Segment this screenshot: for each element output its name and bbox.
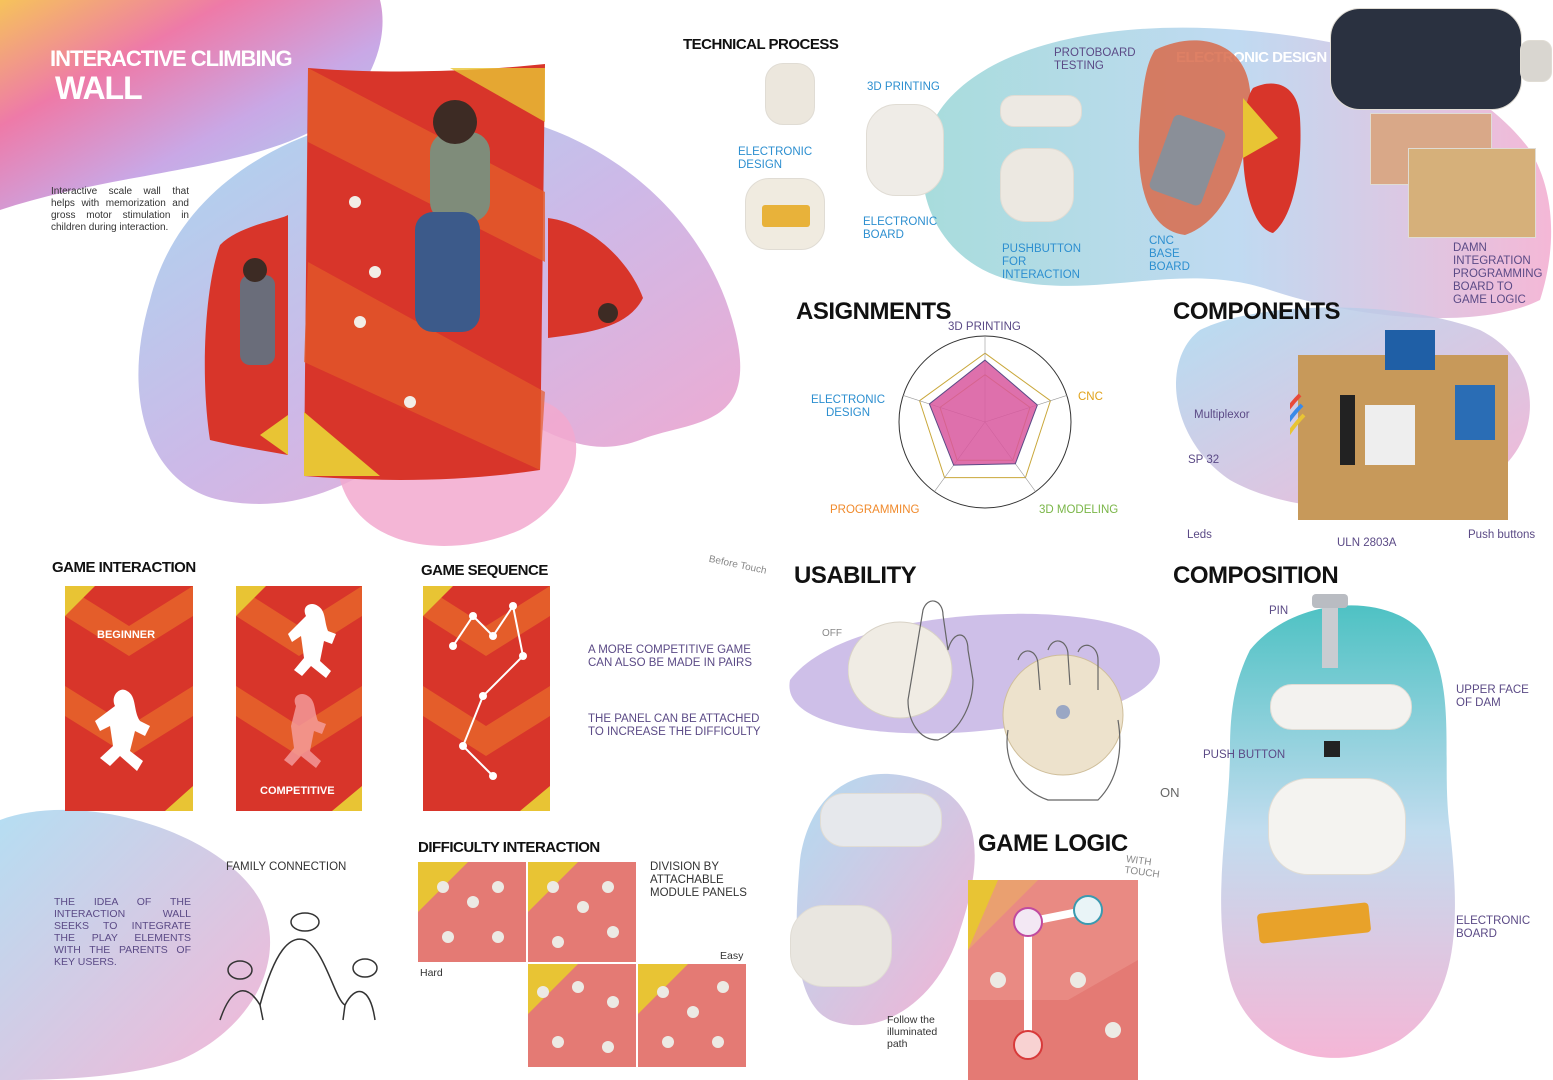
upper-face-image: [1270, 684, 1412, 730]
module-panel-1: [418, 862, 526, 962]
family-connection-text: THE IDEA OF THE INTERACTION WALL SEEKS T…: [54, 896, 191, 968]
page-title-line1: INTERACTIVE CLIMBING: [50, 46, 293, 71]
game-logic-title: GAME LOGIC: [978, 830, 1128, 857]
sequence-note-panel: THE PANEL CAN BE ATTACHED TO INCREASE TH…: [588, 713, 761, 738]
tech-step-3d-printing: 3D PRINTING: [867, 81, 940, 93]
on-note: ON: [1160, 785, 1180, 800]
difficulty-note: DIVISION BY ATTACHABLE MODULE PANELS: [650, 861, 747, 899]
side-photo-right: [548, 218, 643, 338]
tech-step-protoboard: PROTOBOARD TESTING: [1054, 47, 1136, 72]
push-button-image: [1324, 741, 1340, 757]
lit-dam-photo-2: [790, 905, 892, 987]
radar-axis-3d-modeling: 3D MODELING: [1039, 504, 1119, 516]
tech-step-electronic-board: ELECTRONIC BOARD: [863, 216, 938, 241]
module-panel-3: [528, 964, 636, 1067]
assignments-radar: [898, 335, 1072, 509]
game-interaction-title: GAME INTERACTION: [52, 559, 196, 576]
components-photo: [1290, 330, 1508, 520]
beginner-label: BEGINNER: [97, 629, 156, 641]
off-note: OFF: [822, 628, 842, 639]
component-multiplexor: Multiplexor: [1194, 409, 1250, 421]
side-photo-left: [204, 215, 288, 455]
radar-axis-programming: PROGRAMMING: [830, 504, 920, 516]
composition-title: COMPOSITION: [1173, 562, 1339, 589]
tech-step-electronic-design: ELECTRONIC DESIGN: [738, 146, 813, 171]
competitive-panel: [236, 586, 362, 811]
module-panel-4: [638, 964, 746, 1067]
radar-value-area: [928, 359, 1038, 466]
electronic-design-note: DAMN INTEGRATION PROGRAMMING BOARD TO GA…: [1453, 242, 1543, 306]
cnc-photo: [1138, 40, 1251, 235]
part-pin: PIN: [1269, 605, 1289, 617]
family-connection-title: FAMILY CONNECTION: [226, 861, 347, 873]
protoboard-final-photo: [1408, 148, 1536, 238]
assignments-title: ASIGNMENTS: [796, 298, 952, 325]
usability-hands-illustration: [848, 600, 1124, 801]
tech-step-pushbutton: PUSHBUTTON FOR INTERACTION: [1002, 243, 1082, 281]
wall-panel-photo: [1243, 83, 1301, 233]
component-leds: Leds: [1187, 529, 1212, 541]
board-chip: [762, 205, 810, 227]
usability-title: USABILITY: [794, 562, 917, 589]
dam-model-photo: [765, 63, 815, 125]
code-screen-photo: [1330, 8, 1522, 110]
part-upper-face: UPPER FACE OF DAM: [1456, 684, 1529, 709]
page-title-line2: WALL: [55, 70, 143, 106]
component-sp32: SP 32: [1188, 454, 1220, 466]
part-push-button: PUSH BUTTON: [1203, 749, 1286, 761]
game-logic-note: Follow the illuminated path: [887, 1014, 938, 1050]
3d-printing-photo: [866, 104, 944, 196]
radar-axis-cnc: CNC: [1078, 391, 1103, 403]
dam-body-image: [1268, 778, 1406, 875]
difficulty-title: DIFFICULTY INTERACTION: [418, 839, 600, 856]
radar-ring: [918, 352, 1052, 479]
game-logic-panel: [968, 880, 1138, 1080]
game-sequence-panel: [423, 586, 550, 811]
technical-process-title: TECHNICAL PROCESS: [683, 36, 839, 53]
family-drawing: [219, 912, 378, 1021]
intro-text: Interactive scale wall that helps with m…: [51, 186, 189, 233]
beginner-panel: [65, 586, 193, 811]
difficulty-panels: [418, 862, 746, 1067]
pushbutton-photo: [1000, 148, 1074, 222]
part-electronic-board: ELECTRONIC BOARD: [1456, 915, 1531, 940]
difficulty-easy: Easy: [720, 950, 744, 962]
difficulty-hard: Hard: [420, 967, 443, 979]
hero-climbing-photo: [304, 64, 545, 480]
module-photo: [1520, 40, 1552, 82]
pin-image: [1312, 594, 1348, 668]
component-uln: ULN 2803A: [1337, 537, 1397, 549]
competitive-label: COMPETITIVE: [260, 785, 335, 797]
sequence-note-pairs: A MORE COMPETITIVE GAME CAN ALSO BE MADE…: [588, 644, 753, 669]
radar-axis-3d-printing: 3D PRINTING: [948, 321, 1021, 333]
tech-step-cnc: CNC BASE BOARD: [1149, 235, 1190, 273]
component-push-buttons: Push buttons: [1468, 529, 1536, 541]
radar-axis-electronic-design: ELECTRONIC DESIGN: [810, 394, 886, 419]
lit-dam-photo-1: [820, 793, 942, 847]
game-sequence-title: GAME SEQUENCE: [421, 562, 548, 579]
module-panel-2: [528, 862, 636, 962]
protoboard-photo: [1000, 95, 1082, 127]
components-title: COMPONENTS: [1173, 298, 1341, 325]
